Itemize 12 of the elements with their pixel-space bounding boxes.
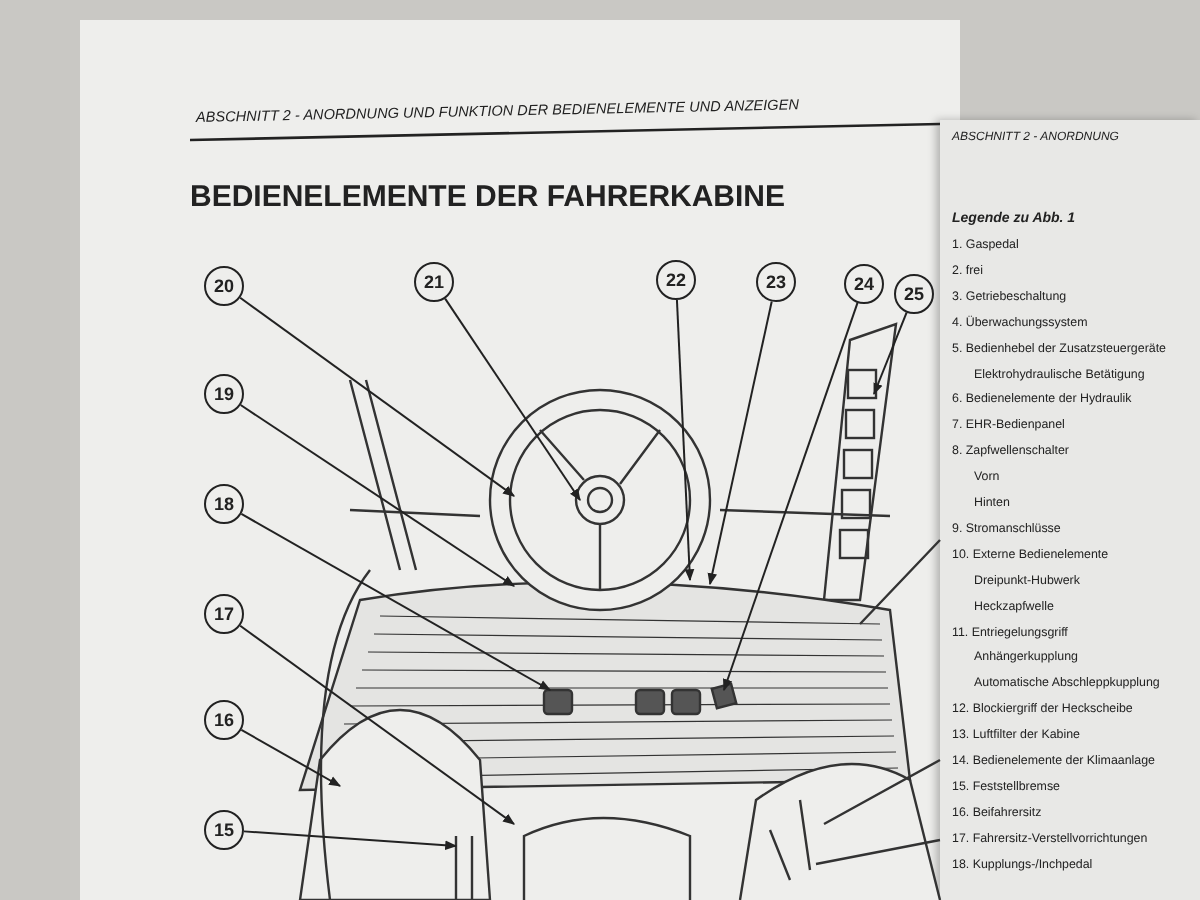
leader-line: [707, 300, 773, 586]
leader-line: [723, 301, 859, 692]
leader-line: [242, 830, 458, 851]
leader-line: [239, 404, 515, 587]
leader-line: [239, 624, 515, 825]
leader-line: [873, 311, 908, 396]
leader-line: [240, 512, 552, 691]
page-title: BEDIENELEMENTE DER FAHRERKABINE: [190, 180, 786, 214]
leader-line: [444, 297, 581, 501]
leader-line: [675, 299, 695, 582]
leader-line: [240, 728, 342, 787]
leader-line: [239, 296, 515, 497]
